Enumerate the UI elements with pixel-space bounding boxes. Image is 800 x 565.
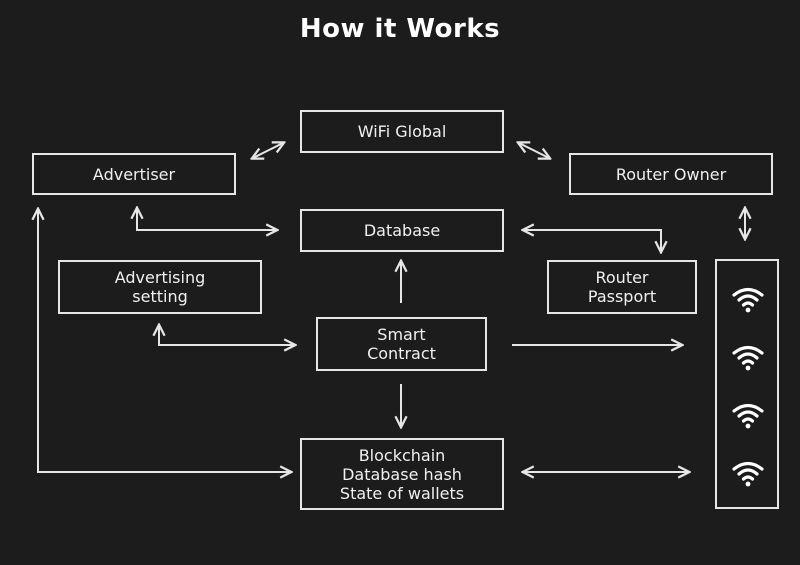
smart-contract-label-line1: Smart bbox=[377, 325, 426, 344]
arrow-database-routerpassport bbox=[524, 230, 661, 251]
wifi-icon bbox=[732, 461, 764, 487]
arrow-advertiser-database bbox=[137, 209, 276, 230]
router-owner-box: Router Owner bbox=[569, 153, 773, 195]
blockchain-label-line2: Database hash bbox=[342, 464, 462, 484]
arrow-wifiglobal-routerowner bbox=[519, 143, 549, 158]
database-label: Database bbox=[363, 221, 441, 240]
arrow-adsetting-smartcontract bbox=[159, 326, 294, 345]
wifi-global-box: WiFi Global bbox=[300, 110, 504, 153]
smart-contract-label-line2: Contract bbox=[367, 344, 436, 363]
router-passport-box: Router Passport bbox=[547, 260, 697, 314]
advertiser-label: Advertiser bbox=[92, 164, 176, 184]
advertiser-box: Advertiser bbox=[32, 153, 236, 195]
wifi-icon bbox=[732, 345, 764, 371]
blockchain-box: Blockchain Database hash State of wallet… bbox=[300, 438, 504, 510]
blockchain-label-line3: State of wallets bbox=[339, 483, 465, 503]
wifi-icon bbox=[732, 287, 764, 313]
router-passport-label-line1: Router bbox=[595, 268, 649, 287]
wifi-icon bbox=[732, 403, 764, 429]
wifi-routers-panel bbox=[715, 259, 779, 509]
arrow-wifiglobal-advertiser bbox=[253, 143, 283, 158]
arrow-advertiser-blockchain bbox=[38, 210, 290, 472]
diagram-title: How it Works bbox=[299, 14, 501, 44]
smart-contract-box: Smart Contract bbox=[316, 317, 487, 371]
router-passport-label-line2: Passport bbox=[587, 287, 657, 306]
wifi-global-label: WiFi Global bbox=[357, 122, 447, 141]
database-box: Database bbox=[300, 209, 504, 252]
blockchain-label-line1: Blockchain bbox=[358, 445, 446, 465]
router-owner-label: Router Owner bbox=[615, 164, 727, 184]
